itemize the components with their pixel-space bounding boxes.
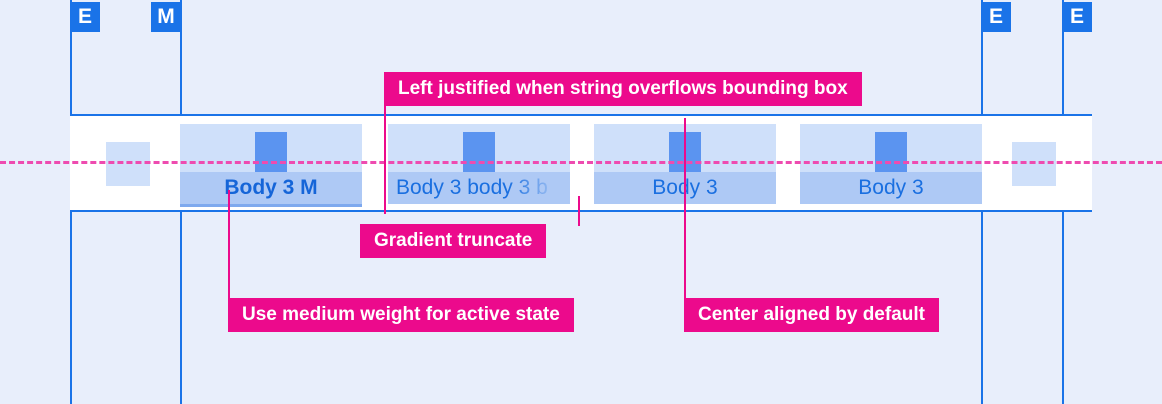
tab-icon-row xyxy=(800,124,982,172)
annotation-gradient-truncate: Gradient truncate xyxy=(360,224,547,258)
annotation-left-justified: Left justified when string overflows bou… xyxy=(384,72,862,106)
tab-icon-placeholder xyxy=(463,132,495,172)
edge-spacer-left xyxy=(106,142,150,186)
tab-icon-placeholder xyxy=(875,132,907,172)
tab-label-row: Body 3 M xyxy=(180,172,362,204)
tab-icon-row xyxy=(180,124,362,172)
badge-edge-right-outer: E xyxy=(1062,2,1092,32)
leader-line-left-justified xyxy=(384,106,386,214)
badge-margin-left: M xyxy=(151,2,181,32)
badge-edge-right-inner: E xyxy=(981,2,1011,32)
badge-edge-left: E xyxy=(70,2,100,32)
tab-label: Body 3 body 3 b xyxy=(396,176,548,199)
tab-active-indicator xyxy=(180,204,362,207)
baseline-guide xyxy=(0,161,1162,164)
edge-spacer-right xyxy=(1012,142,1056,186)
tab-label-row: Body 3 body 3 b xyxy=(388,172,570,204)
annotation-center-aligned: Center aligned by default xyxy=(684,298,939,332)
tab-item-4[interactable]: Body 3 xyxy=(800,124,982,204)
tab-icon-row xyxy=(388,124,570,172)
leader-line-gradient xyxy=(578,196,580,226)
leader-line-center-aligned xyxy=(684,118,686,300)
annotation-medium-weight: Use medium weight for active state xyxy=(228,298,574,332)
tab-item-1[interactable]: Body 3 M xyxy=(180,124,362,207)
tab-bar-container: Body 3 M Body 3 body 3 b Body 3 xyxy=(70,114,1092,212)
tab-item-2[interactable]: Body 3 body 3 b xyxy=(388,124,570,204)
tab-label: Body 3 xyxy=(858,176,924,199)
tab-label: Body 3 M xyxy=(224,176,318,199)
tab-label-row: Body 3 xyxy=(800,172,982,204)
leader-line-medium-weight xyxy=(228,190,230,300)
tab-icon-placeholder xyxy=(255,132,287,172)
